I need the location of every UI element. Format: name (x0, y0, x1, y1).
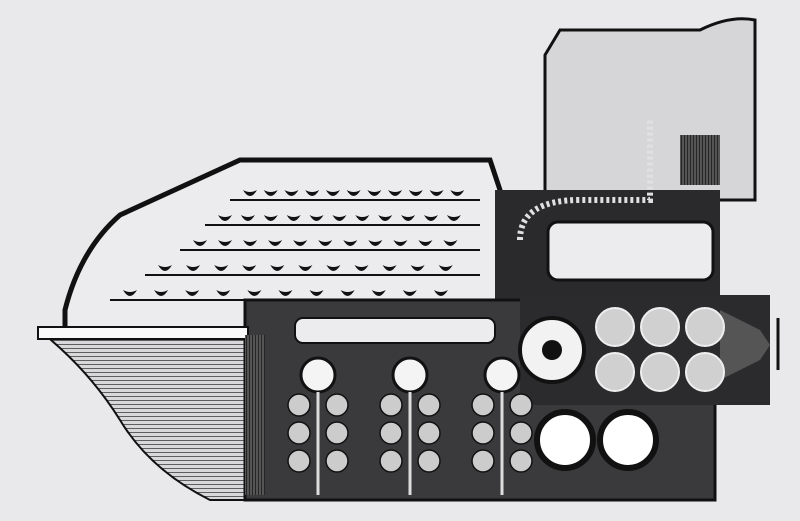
pod-deck (62, 157, 503, 333)
rotor-drum (417, 449, 441, 473)
pod (309, 290, 324, 296)
pod (332, 215, 347, 221)
pod (408, 190, 423, 196)
drum (595, 307, 635, 347)
main-wheel-hub (542, 340, 562, 360)
vat (534, 409, 596, 471)
pod (371, 290, 386, 296)
rotor-drum (325, 449, 349, 473)
stern-tip (720, 310, 770, 380)
rotor-drum (417, 393, 441, 417)
pod (450, 190, 465, 196)
rotor-drum (379, 393, 403, 417)
rotor-drum (379, 449, 403, 473)
rotor-drum (509, 421, 533, 445)
pod (186, 265, 201, 271)
rotor-drum (509, 449, 533, 473)
mid-window (546, 220, 715, 282)
conduit (517, 120, 653, 241)
upper-tower (543, 17, 757, 202)
drum (685, 352, 725, 392)
pod (214, 265, 229, 271)
pod (378, 215, 393, 221)
pod (218, 240, 233, 246)
rotor-drum (509, 393, 533, 417)
pod (309, 215, 324, 221)
pod (242, 265, 257, 271)
pod (286, 215, 301, 221)
rotor-drum (325, 421, 349, 445)
pod (355, 215, 370, 221)
rotor-drum (287, 421, 311, 445)
ladder (245, 335, 265, 495)
vat (597, 409, 659, 471)
rotor-drum (379, 421, 403, 445)
pod (326, 265, 341, 271)
pod (340, 290, 355, 296)
pod (367, 190, 382, 196)
tower-dark-block (680, 135, 720, 185)
pod (284, 190, 299, 196)
pod (354, 265, 369, 271)
pod (263, 190, 278, 196)
pod (346, 190, 361, 196)
pod (193, 240, 207, 246)
pod (418, 240, 433, 246)
pod (388, 190, 403, 196)
rotor-drum (471, 421, 495, 445)
hull-bow (39, 331, 246, 501)
rotor (391, 356, 429, 394)
rotor (483, 356, 521, 394)
rotor-drum (325, 393, 349, 417)
pod (438, 265, 453, 271)
rail-band (37, 326, 249, 340)
pod (318, 240, 333, 246)
rotor (299, 356, 337, 394)
rotor-drum (287, 393, 311, 417)
rotor-drum (417, 421, 441, 445)
pod (216, 290, 231, 296)
lower-cabin (294, 317, 496, 344)
pod (423, 215, 438, 221)
pod (278, 290, 293, 296)
pod (154, 290, 169, 296)
rotor-drum (471, 393, 495, 417)
pod (343, 240, 358, 246)
pod (443, 240, 458, 246)
pod (382, 265, 397, 271)
drum (640, 352, 680, 392)
pod (123, 290, 137, 296)
pod (218, 215, 232, 221)
pod (240, 215, 255, 221)
drum (685, 307, 725, 347)
pod (185, 290, 200, 296)
drum (595, 352, 635, 392)
pod (401, 215, 416, 221)
drum (640, 307, 680, 347)
pod (305, 190, 320, 196)
pod (158, 265, 172, 271)
pod (446, 215, 461, 221)
pod (402, 290, 417, 296)
pod (393, 240, 408, 246)
pod (243, 190, 257, 196)
drums (595, 307, 725, 392)
pod (270, 265, 285, 271)
pod (263, 215, 278, 221)
pod (433, 290, 448, 296)
pod (268, 240, 283, 246)
rotor-drum (287, 449, 311, 473)
pod (410, 265, 425, 271)
pod (429, 190, 444, 196)
pod (368, 240, 383, 246)
pod (247, 290, 262, 296)
pod (298, 265, 313, 271)
rotors (287, 356, 533, 495)
pod-rows (110, 190, 480, 301)
pod (293, 240, 308, 246)
pod (325, 190, 340, 196)
pod (243, 240, 258, 246)
rotor-drum (471, 449, 495, 473)
